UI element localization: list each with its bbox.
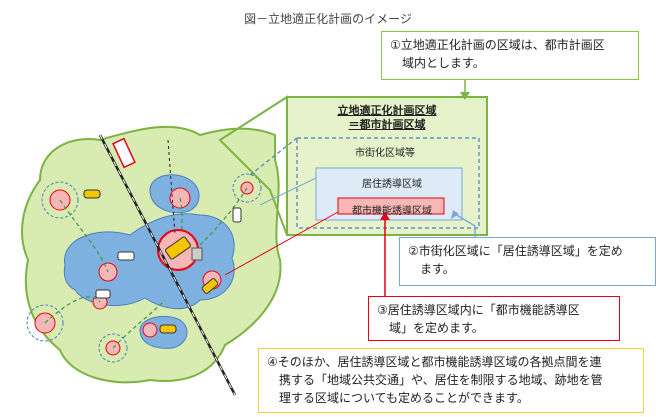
urbanization-label: 市街化区域等 [355,148,415,159]
car-icon [83,189,101,199]
callout-4-line-3: 理する区域についても定めることができます。 [279,391,529,405]
residential-label: 居住誘導区域 [362,179,422,190]
urban-function-area-box [337,197,445,215]
callout-2: ②市街化区域に「居住誘導区域」を定め ます。 [399,237,656,286]
plan-area-title: 立地適正化計画区域 [337,104,437,117]
callout-4: ④そのほか、居住誘導区域と都市機能誘導区域の各拠点間を連 携する「地域公共交通」… [258,348,644,413]
func-connector [224,211,339,276]
car-icon [159,324,177,334]
rail-spur [167,139,176,236]
callout-2-line-1: ②市街化区域に「居住誘導区域」を定め [408,244,623,258]
resid-connector [259,177,317,206]
callout-1: ①立地適正化計画の区域は、都市計画区 域内とします。 [381,31,639,80]
bus-icon [117,251,135,261]
callout-4-line-2: 携する「地域公共交通」や、居住を制限する地域、跡地を管 [279,373,603,387]
bus-icon [95,289,111,299]
callout-2-line-2: ます。 [420,262,455,276]
bus-icon [232,207,242,223]
bus-icon [201,278,219,294]
callout-3-line-1: ③居住誘導区域内に「都市機能誘導区 [377,303,580,317]
plan-area-subtitle: ＝都市計画区域 [348,118,426,131]
page-title: 図－立地適正化計画のイメージ [244,12,412,26]
callout-4-line-1: ④そのほか、居住誘導区域と都市機能誘導区域の各拠点間を連 [267,355,602,369]
plan-area-connector [218,95,288,236]
callout-3-line-2: 域」を定めます。 [389,321,484,335]
train-icon [112,137,136,169]
bus-icon [165,236,191,260]
building-icon [191,247,203,261]
urban-connector [249,137,298,176]
urban-function-label: 都市機能誘導区域 [352,206,432,217]
callout-3: ③居住誘導区域内に「都市機能誘導区 域」を定めます。 [368,296,620,341]
callout-1-line-2: 域内とします。 [402,56,485,70]
callout2-arrow [454,213,476,237]
callout-1-line-1: ①立地適正化計画の区域は、都市計画区 [390,38,605,52]
hub-dot [142,322,158,338]
